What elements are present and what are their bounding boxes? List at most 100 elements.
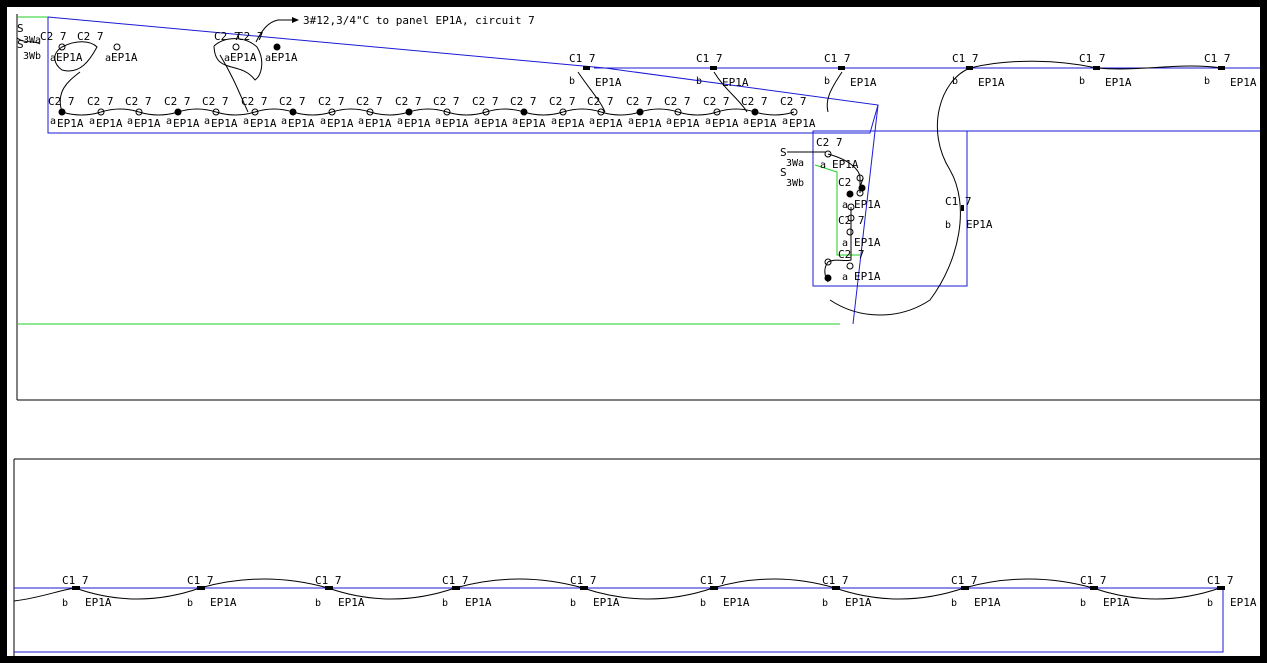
top-right-loop bbox=[829, 67, 971, 316]
panel-label: EP1A bbox=[519, 117, 546, 130]
panel-label: EP1A bbox=[338, 596, 365, 609]
switch-mid-3wb-label: 3Wb bbox=[786, 178, 804, 189]
panel-label: EP1A bbox=[966, 218, 993, 231]
switch-leg-label: a bbox=[512, 116, 518, 127]
panel-label: EP1A bbox=[854, 270, 881, 283]
panel-label: EP1A bbox=[404, 117, 431, 130]
switch-leg-label: a bbox=[281, 116, 287, 127]
switch-leg-label: b bbox=[1079, 76, 1085, 87]
panel-label: EP1A bbox=[211, 117, 238, 130]
switch-group-top-left: S 3Wa S 3Wb bbox=[16, 22, 41, 62]
wires-layer bbox=[13, 38, 1223, 602]
lower-wire bbox=[327, 587, 456, 600]
row-wire bbox=[754, 111, 795, 116]
circuit-label: C2 7 bbox=[237, 30, 264, 43]
switch-leg-label: a bbox=[105, 53, 111, 64]
switch-leg-label: b bbox=[1080, 598, 1086, 609]
circuit-label: C2 7 bbox=[241, 95, 268, 108]
panel-label: EP1A bbox=[134, 117, 161, 130]
lighting-plan-drawing[interactable]: 3#12,3/4"C to panel EP1A, circuit 7 S 3W… bbox=[7, 7, 1260, 656]
switch-wire-a bbox=[16, 37, 41, 45]
switch-leg-label: a bbox=[50, 116, 56, 127]
row-riser-4 bbox=[713, 71, 748, 113]
circuit-label: C2 7 bbox=[703, 95, 730, 108]
small-room-wire-2 bbox=[824, 207, 852, 283]
switch-leg-label: a bbox=[89, 116, 95, 127]
switch-symbol-b: S bbox=[17, 38, 24, 51]
panel-label: EP1A bbox=[1230, 596, 1257, 609]
small-room-wire-1 bbox=[827, 153, 861, 193]
switch-leg-label: b bbox=[1207, 598, 1213, 609]
panel-label: EP1A bbox=[595, 76, 622, 89]
panel-label: EP1A bbox=[465, 596, 492, 609]
row-wire bbox=[639, 108, 679, 113]
switch-leg-label: a bbox=[705, 116, 711, 127]
circuit-label: C2 7 bbox=[87, 95, 114, 108]
row-wire bbox=[215, 111, 256, 116]
switch-leg-label: a bbox=[265, 53, 271, 64]
cad-drawing-viewport[interactable]: 3#12,3/4"C to panel EP1A, circuit 7 S 3W… bbox=[7, 7, 1260, 656]
switch-leg-label: a bbox=[243, 116, 249, 127]
corridor-outline bbox=[17, 16, 860, 325]
switch-leg-label: b bbox=[187, 598, 193, 609]
switch-leg-label: a bbox=[127, 116, 133, 127]
circuit-label: C2 7 bbox=[549, 95, 576, 108]
room-upper-left bbox=[47, 16, 879, 134]
row-wire bbox=[61, 111, 102, 116]
switch-3wb-label: 3Wb bbox=[23, 51, 41, 62]
circuit-label: C2 7 bbox=[202, 95, 229, 108]
panel-label: EP1A bbox=[327, 117, 354, 130]
circuit-label: C1 7 bbox=[696, 52, 723, 65]
circuit-label: C2 7 bbox=[40, 30, 67, 43]
row-wire bbox=[292, 111, 333, 116]
row-wire bbox=[100, 108, 140, 113]
panel-label: EP1A bbox=[854, 198, 881, 211]
lower-wire bbox=[834, 587, 965, 600]
top-left-loop bbox=[54, 41, 98, 72]
homerun: 3#12,3/4"C to panel EP1A, circuit 7 bbox=[255, 14, 535, 43]
circuit-label: C2 7 bbox=[214, 30, 241, 43]
switch-group-mid: S 3Wa S 3Wb bbox=[780, 146, 828, 189]
row-wire bbox=[408, 108, 448, 113]
panel-label: EP1A bbox=[723, 596, 750, 609]
switch-leg-label: a bbox=[842, 200, 848, 211]
circuit-label: C1 7 bbox=[952, 52, 979, 65]
row-wire bbox=[600, 111, 641, 116]
panel-label: EP1A bbox=[1230, 76, 1257, 89]
row-wire bbox=[369, 111, 410, 116]
switch-leg-label: b bbox=[700, 598, 706, 609]
circuit-label: C1 7 bbox=[1079, 52, 1106, 65]
switch-leg-label: b bbox=[569, 76, 575, 87]
switch-leg-label: b bbox=[952, 76, 958, 87]
circuit-label: C2 7 bbox=[587, 95, 614, 108]
switch-symbol-a: S bbox=[17, 22, 24, 35]
switch-leg-label: a bbox=[204, 116, 210, 127]
top-right-run bbox=[969, 60, 1223, 70]
panel-label: EP1A bbox=[173, 117, 200, 130]
panel-label: EP1A bbox=[712, 117, 739, 130]
switch-leg-label: a bbox=[320, 116, 326, 127]
circuit-label: C2 7 bbox=[780, 95, 807, 108]
row-riser-3 bbox=[577, 71, 606, 113]
circuit-label: C2 7 bbox=[664, 95, 691, 108]
circuit-label: C2 7 bbox=[741, 95, 768, 108]
switch-leg-label: b bbox=[951, 598, 957, 609]
lower-entry bbox=[13, 587, 76, 602]
row-riser-5 bbox=[826, 71, 843, 113]
